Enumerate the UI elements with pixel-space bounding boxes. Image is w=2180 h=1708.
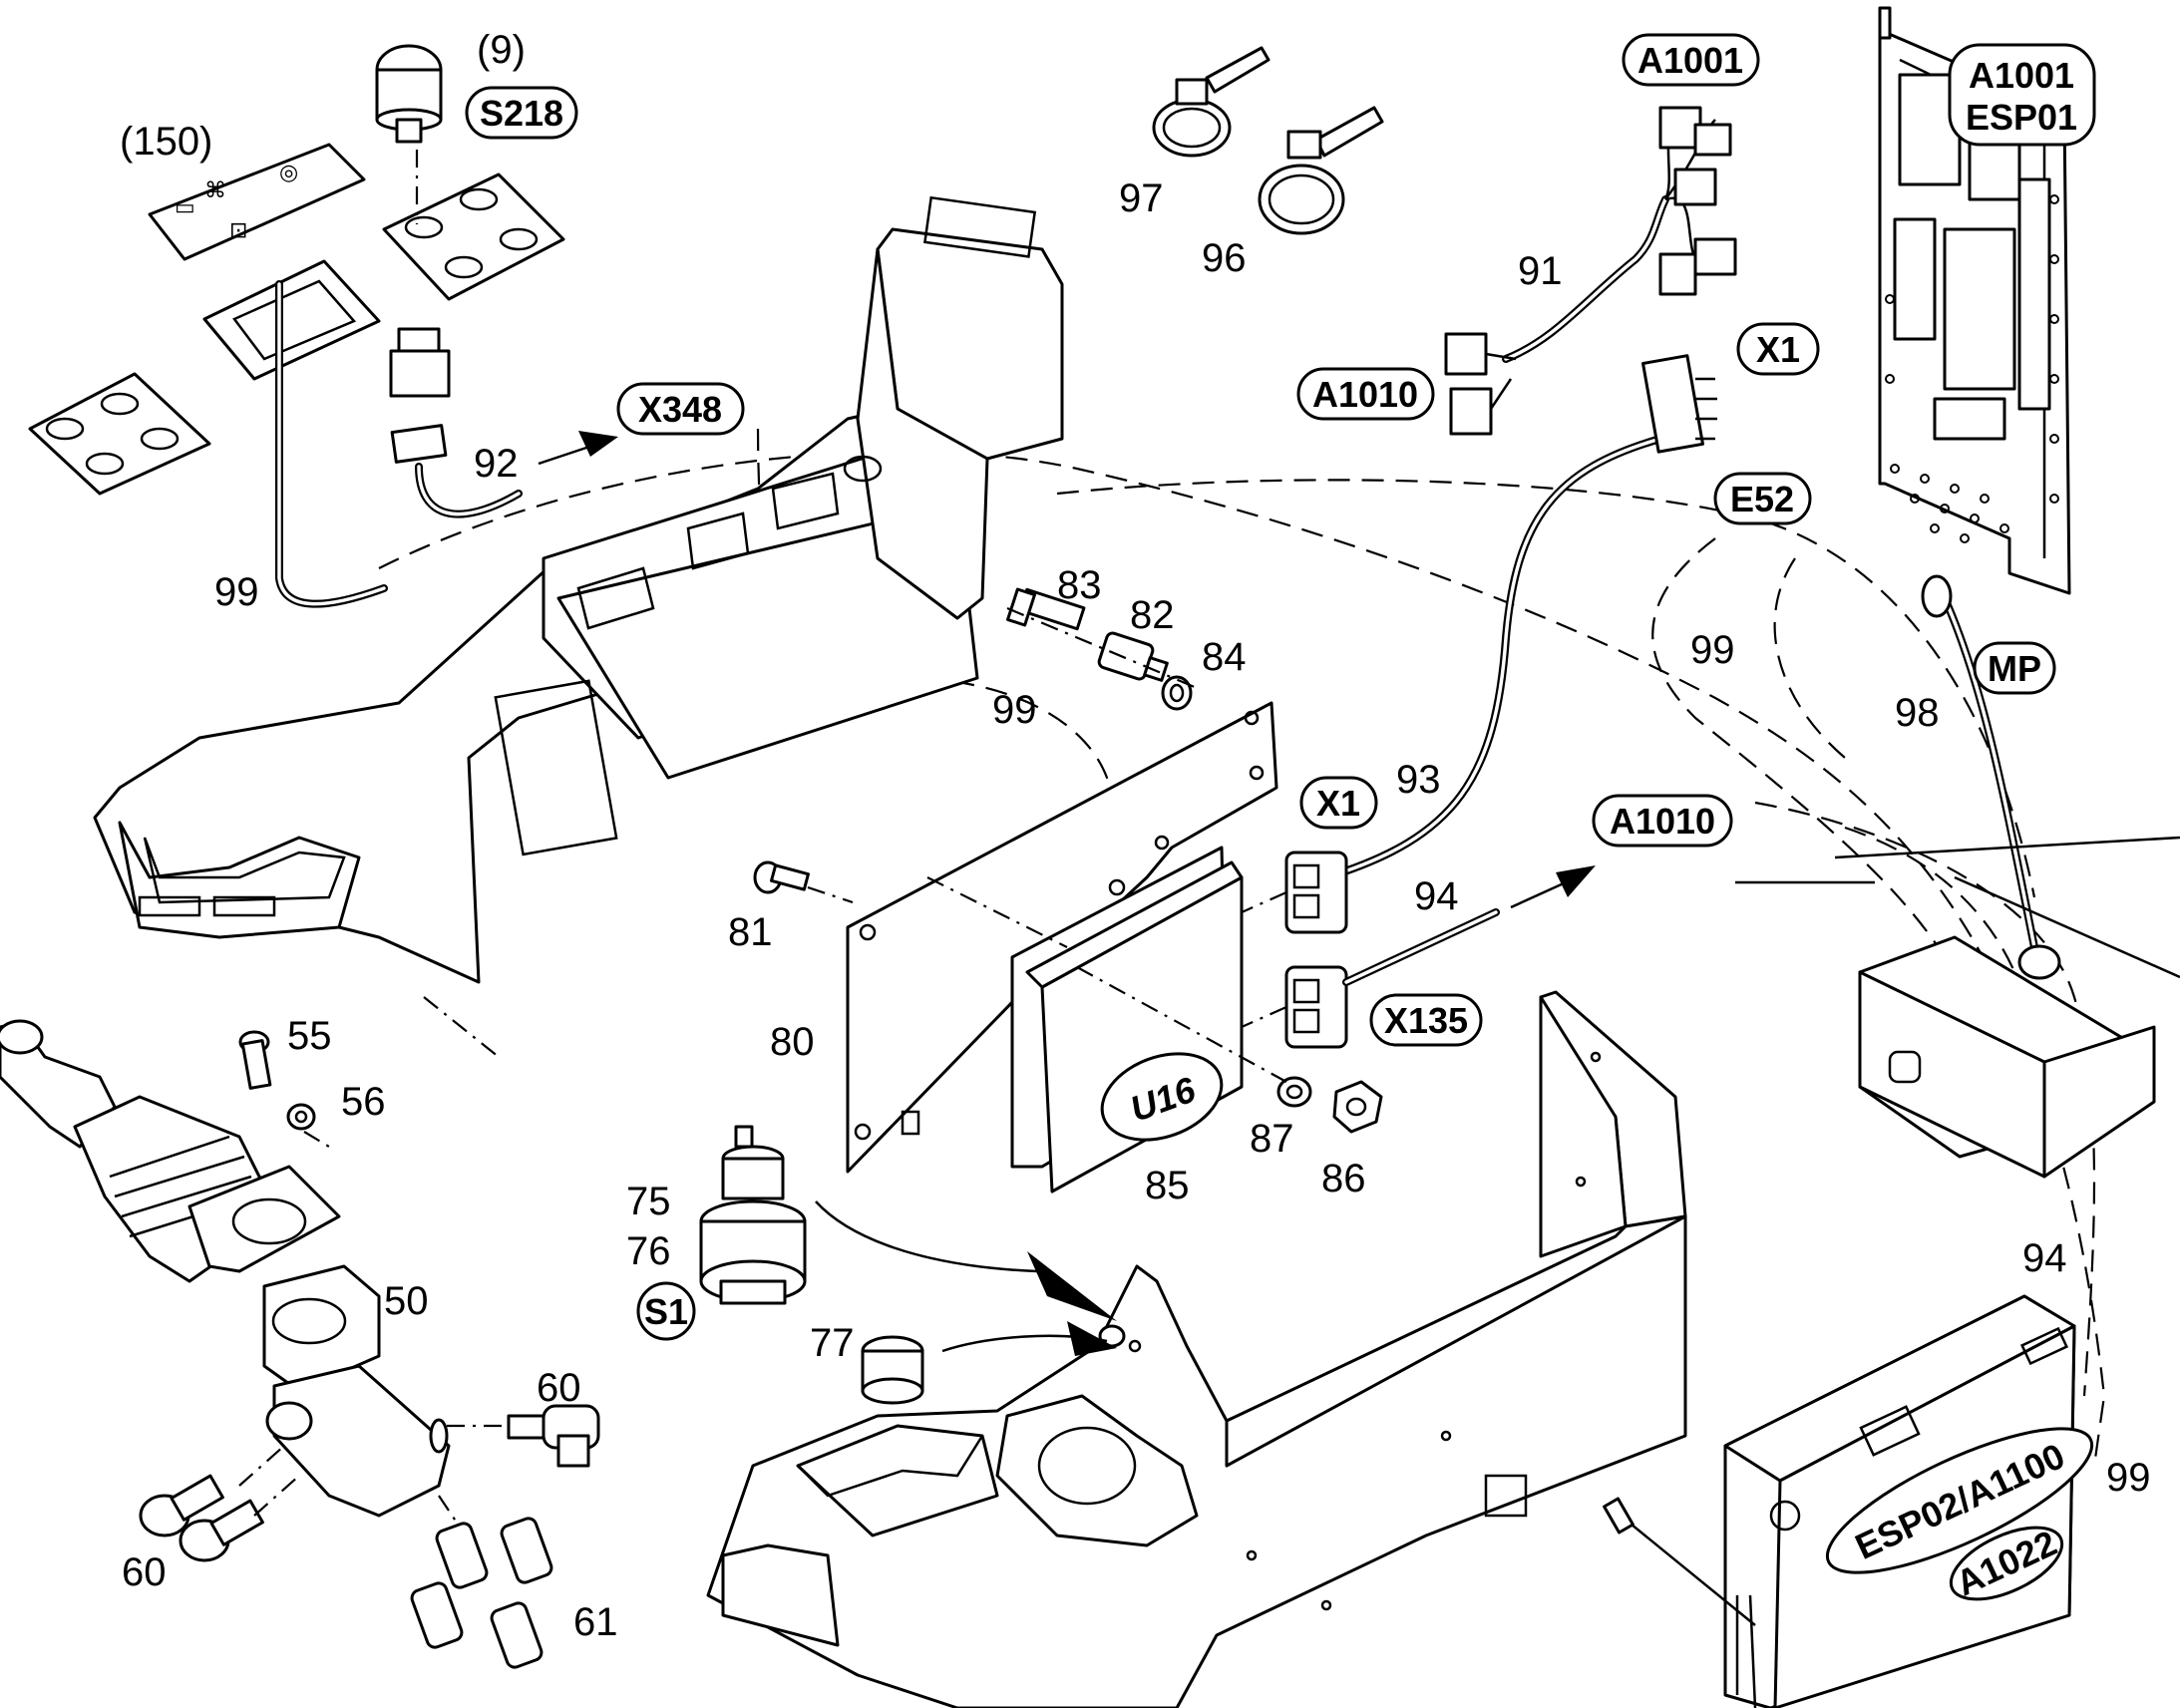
tag-x135: X135	[1384, 1000, 1468, 1041]
label-50: 50	[384, 1279, 429, 1323]
label-150: (150)	[120, 120, 212, 164]
screw-81	[753, 860, 810, 894]
spacer-82	[1097, 631, 1169, 682]
label-86: 86	[1321, 1157, 1366, 1200]
cable-clamp-96	[1258, 106, 1384, 235]
bolt-83	[1005, 587, 1086, 631]
washer-87	[1276, 1076, 1312, 1108]
housing-right-middle	[1735, 836, 2180, 1179]
label-98: 98	[1895, 691, 1940, 735]
label-99-left: 99	[214, 570, 259, 614]
label-99-right: 99	[1690, 628, 1735, 672]
label-80: 80	[770, 1020, 815, 1064]
rotate-symbol: ◎	[279, 160, 298, 184]
fittings-61	[410, 1495, 553, 1669]
esp02-a1100-module	[1603, 1294, 2094, 1708]
label-92: 92	[474, 442, 519, 486]
tag-x348: X348	[638, 389, 722, 430]
label-75: 75	[626, 1180, 671, 1223]
label-77: 77	[810, 1321, 855, 1365]
decal-150: ▭ ⌘ ◎ ⊡	[148, 143, 366, 261]
label-9: (9)	[477, 28, 526, 72]
ground-strap-98	[1921, 574, 2061, 980]
tag-x1-upper: X1	[1756, 329, 1800, 370]
label-87: 87	[1250, 1117, 1294, 1161]
tag-a1001-box: A1001	[1969, 55, 2074, 96]
label-99-center: 99	[992, 688, 1037, 732]
designator-tags: S218 X348 A1001 A1001 ESP01 A1010 X1 E52…	[465, 33, 2096, 1604]
label-84: 84	[1202, 635, 1247, 679]
tag-esp01: ESP01	[1966, 97, 2077, 138]
label-60-left: 60	[122, 1550, 167, 1594]
label-61: 61	[573, 1600, 618, 1644]
tag-e52: E52	[1730, 479, 1794, 519]
box-symbol: ⊡	[229, 217, 247, 242]
label-96: 96	[1202, 236, 1247, 280]
label-93: 93	[1396, 758, 1441, 802]
label-94-lower: 94	[2022, 1236, 2067, 1280]
label-81: 81	[728, 910, 773, 954]
control-unit-85	[1010, 846, 1244, 1194]
board-holes	[1885, 194, 2059, 543]
key-symbol: ⌘	[204, 177, 226, 202]
washer-84	[1161, 675, 1193, 711]
label-76: 76	[626, 1229, 671, 1273]
washer-56	[286, 1103, 330, 1148]
key-switch-75-76	[699, 1125, 807, 1305]
label-56: 56	[341, 1080, 386, 1124]
arrow-to-console	[815, 1200, 1117, 1356]
blank-plate-right	[382, 172, 565, 301]
label-85: 85	[1145, 1164, 1190, 1207]
label-82: 82	[1130, 593, 1175, 637]
cable-99-left	[275, 280, 388, 608]
tag-x1-lower: X1	[1316, 783, 1360, 824]
assembly-axis-lines	[423, 606, 1287, 1083]
tag-a1010-left: A1010	[1312, 374, 1418, 415]
lock-symbol: ▭	[175, 194, 195, 219]
cable-94	[1241, 865, 1596, 1049]
push-button-77	[861, 1335, 924, 1405]
cable-93	[1241, 354, 1717, 934]
cable-clamp-97	[1152, 46, 1271, 158]
wiring-harness-91	[1444, 106, 1737, 436]
switch-body-92	[389, 327, 618, 518]
part-number-labels: (9) (150) 92 99 97 96 91 83 82 84 99 99 …	[120, 28, 2151, 1644]
label-83: 83	[1057, 563, 1102, 607]
tag-a1001-top: A1001	[1637, 40, 1743, 81]
tag-a1010-right: A1010	[1610, 801, 1715, 842]
blank-plate-left	[28, 372, 211, 496]
nut-86	[1332, 1080, 1383, 1134]
joystick-base-50	[262, 1264, 451, 1518]
label-94-upper: 94	[1414, 874, 1459, 918]
rotary-switch-s218	[375, 44, 443, 224]
tag-s1: S1	[644, 1291, 688, 1332]
bezel-frame	[202, 259, 381, 381]
joystick-lever	[0, 1019, 341, 1283]
label-60-right: 60	[537, 1366, 581, 1410]
label-55: 55	[287, 1014, 332, 1058]
tag-s218: S218	[480, 93, 563, 134]
label-99-bottom: 99	[2106, 1456, 2151, 1500]
tag-mp: MP	[1988, 648, 2041, 689]
fitting-60-right	[447, 1404, 600, 1468]
upper-console-panel	[93, 195, 1064, 984]
label-97: 97	[1119, 176, 1164, 220]
lower-console	[706, 990, 1687, 1708]
fitting-60-left	[139, 1445, 300, 1562]
label-91: 91	[1518, 249, 1563, 293]
screw-55	[238, 1030, 272, 1090]
